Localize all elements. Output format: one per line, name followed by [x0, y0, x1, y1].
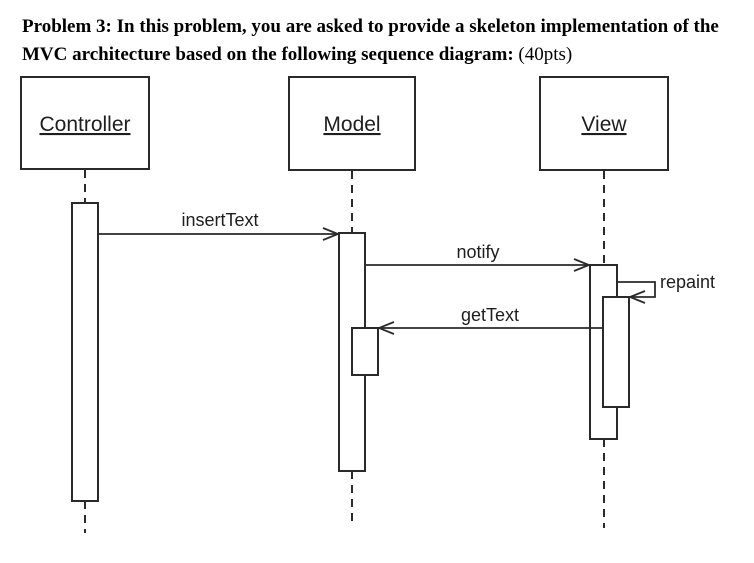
problem-statement: Problem 3: In this problem, you are aske… — [22, 13, 722, 69]
model-label: Model — [323, 113, 380, 136]
controller-activation-bar — [71, 202, 99, 502]
sequence-diagram: Controller Model View insertText notify … — [20, 76, 715, 533]
model-box — [288, 76, 416, 171]
problem-points: (40pts) — [513, 44, 573, 65]
model-nested-activation-bar — [351, 327, 379, 376]
insertText-message-label: insertText — [181, 210, 258, 230]
problem-statement-bold-text: Problem 3: In this problem, you are aske… — [22, 16, 719, 65]
repaint-message-label: repaint — [660, 272, 715, 292]
controller-label: Controller — [39, 113, 130, 136]
notify-message-label: notify — [456, 242, 499, 262]
view-label: View — [581, 113, 627, 136]
getText-message-label: getText — [461, 305, 519, 325]
view-nested-activation-bar — [602, 296, 630, 408]
repaint-self-call-arrow — [617, 281, 656, 297]
controller-box — [20, 76, 150, 170]
view-box — [539, 76, 669, 171]
